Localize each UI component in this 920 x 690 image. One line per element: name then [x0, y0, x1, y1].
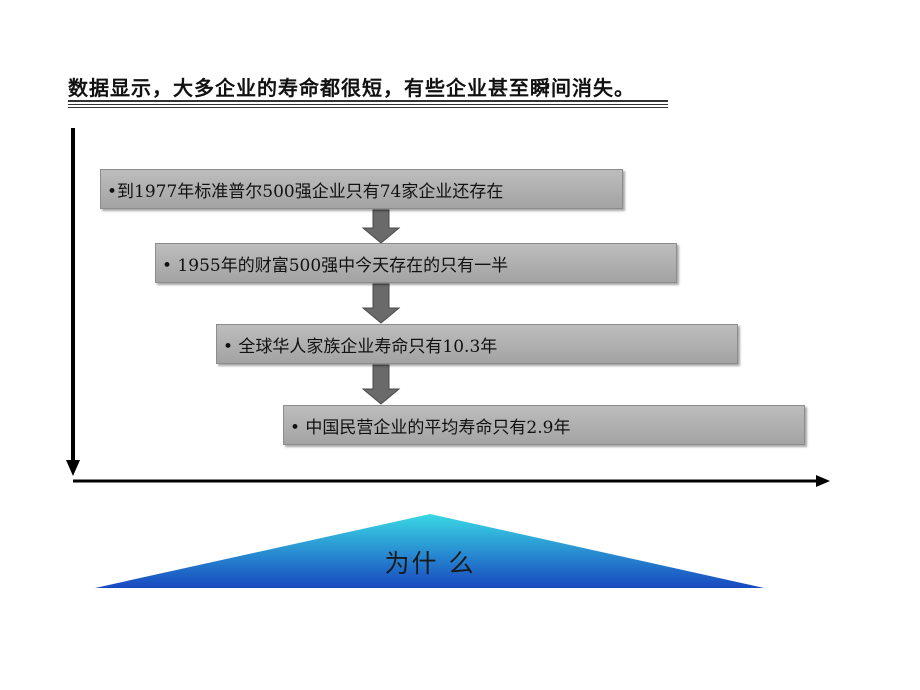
- title-underline: [68, 107, 668, 108]
- down-arrow: [361, 209, 401, 244]
- step-box-1: •到1977年标准普尔500强企业只有74家企业还存在: [100, 169, 623, 209]
- slide-title: 数据显示，大多企业的寿命都很短，有些企业甚至瞬间消失。: [68, 76, 635, 100]
- step-text: •到1977年标准普尔500强企业只有74家企业还存在: [107, 181, 504, 202]
- title-underline: [68, 104, 668, 105]
- step-box-2: • 1955年的财富500强中今天存在的只有一半: [155, 243, 677, 283]
- vertical-axis-arrowhead: [66, 460, 80, 476]
- triangle-label: 为什 么: [384, 549, 476, 578]
- step-text: • 全球华人家族企业寿命只有10.3年: [223, 336, 498, 357]
- step-text: • 1955年的财富500强中今天存在的只有一半: [162, 255, 509, 276]
- why-triangle: [95, 514, 764, 588]
- step-box-4: • 中国民营企业的平均寿命只有2.9年: [283, 405, 805, 445]
- down-arrow: [361, 283, 401, 324]
- step-box-3: • 全球华人家族企业寿命只有10.3年: [216, 324, 738, 364]
- title-underline: [68, 100, 668, 102]
- step-text: • 中国民营企业的平均寿命只有2.9年: [290, 417, 571, 438]
- horizontal-axis-arrowhead: [816, 475, 830, 487]
- down-arrow: [361, 364, 401, 405]
